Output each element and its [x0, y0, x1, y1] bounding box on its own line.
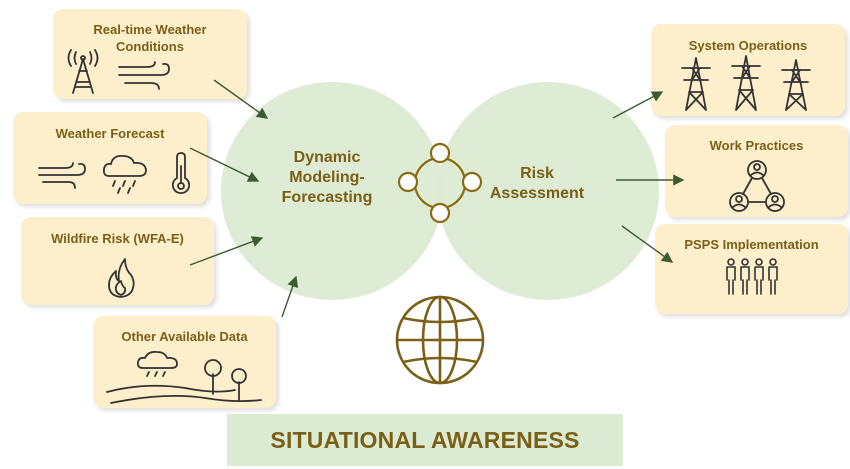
system-operations-label: System Operations	[688, 38, 808, 53]
realtime-weather-box: Real-time Weather Conditions	[53, 9, 247, 99]
situational-awareness-banner: SITUATIONAL AWARENESS	[227, 414, 623, 466]
radio-tower-icon	[67, 49, 99, 94]
risk-assessment-label: Risk Assessment	[489, 165, 585, 202]
arrow-other-to-model	[281, 275, 299, 318]
wind-icon	[118, 61, 170, 90]
arrow-realtime-to-model	[213, 79, 269, 119]
team-network-icon	[729, 160, 785, 212]
weather-forecast-box: Weather Forecast	[13, 112, 207, 204]
cycle-icon	[397, 142, 483, 224]
rain-cloud-icon	[102, 155, 147, 194]
system-operations-box: System Operations	[651, 24, 845, 116]
wildfire-risk-box: Wildfire Risk (WFA-E)	[21, 217, 214, 305]
wildfire-risk-label: Wildfire Risk (WFA-E)	[51, 231, 184, 246]
landscape-icon	[106, 350, 262, 404]
arrow-risk-to-system	[612, 91, 664, 119]
psps-label: PSPS Implementation	[684, 237, 819, 252]
wind-icon	[38, 162, 86, 189]
other-data-box: Other Available Data	[93, 316, 276, 408]
modeling-label: Dynamic Modeling-Forecasting	[281, 149, 373, 206]
arrow-forecast-to-model	[189, 147, 260, 182]
weather-forecast-label: Weather Forecast	[55, 126, 165, 141]
arrow-wildfire-to-model	[189, 236, 264, 266]
psps-box: PSPS Implementation	[655, 224, 848, 314]
work-practices-box: Work Practices	[665, 125, 848, 217]
realtime-weather-label: Real-time Weather Conditions	[93, 22, 207, 54]
thermometer-icon	[171, 152, 191, 194]
people-group-icon	[726, 258, 778, 295]
other-data-label: Other Available Data	[121, 329, 248, 344]
transmission-towers-icon	[681, 55, 811, 111]
arrow-risk-to-psps	[621, 225, 674, 263]
globe-icon	[395, 295, 485, 385]
flame-icon	[108, 258, 135, 298]
work-practices-label: Work Practices	[709, 138, 804, 153]
